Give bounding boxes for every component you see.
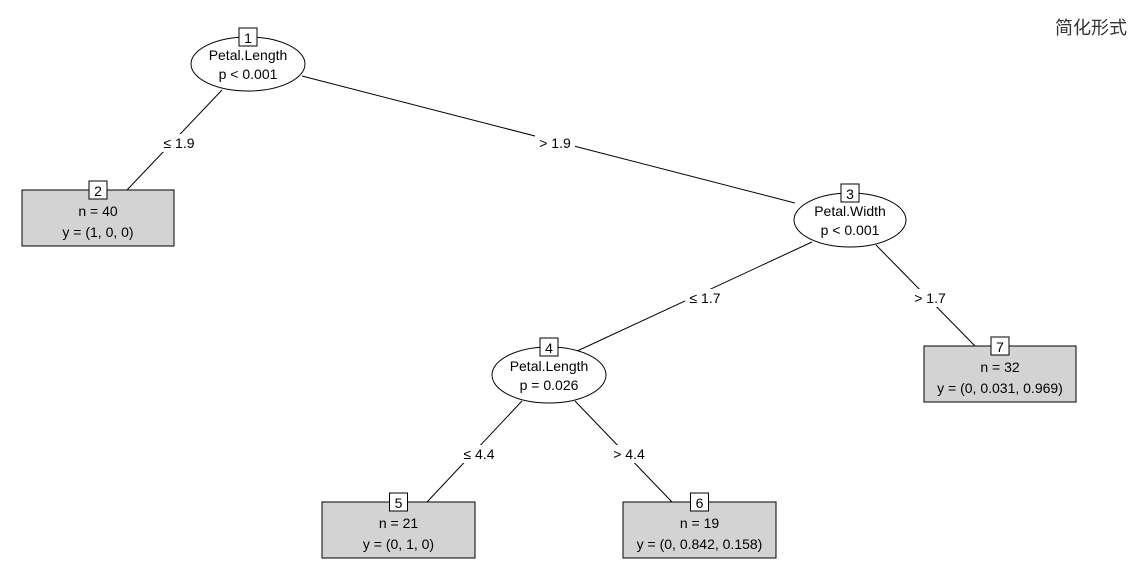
node-id-box	[389, 492, 408, 512]
edges-layer: ≤ 1.9 > 1.9 ≤ 1.7 > 1.7 ≤ 4.4 > 4.4	[126, 75, 976, 503]
node-id: 7	[996, 339, 1004, 355]
node-id-box	[990, 336, 1010, 356]
node-id-box	[539, 337, 559, 357]
node-id: 3	[846, 186, 854, 202]
split-variable: Petal.Width	[814, 203, 886, 219]
edge-label-background	[685, 289, 725, 307]
terminal-distribution: y = (0, 0.031, 0.969)	[937, 380, 1063, 396]
terminal-count: n = 19	[680, 515, 720, 531]
edge-4-5: ≤ 4.4	[426, 400, 523, 503]
split-variable: Petal.Length	[510, 358, 589, 374]
tree-node-2: n = 40 y = (1, 0, 0) 2	[21, 180, 175, 247]
edge-3-4: ≤ 1.7	[574, 241, 813, 353]
nodes-layer: Petal.Length p < 0.001 1 n = 40 y = (1, 0, 0…	[21, 27, 1077, 559]
terminal-distribution: y = (0, 1, 0)	[363, 536, 434, 552]
node-id: 6	[696, 495, 704, 511]
edge-label: ≤ 4.4	[463, 446, 494, 462]
split-pvalue: p < 0.001	[821, 222, 880, 238]
node-id-box	[88, 180, 108, 200]
terminal-count: n = 40	[78, 203, 118, 219]
edge-1-2: ≤ 1.9	[126, 89, 223, 191]
edge-label-background	[910, 289, 950, 307]
terminal-distribution: y = (0, 0.842, 0.158)	[637, 536, 763, 552]
node-id: 1	[244, 30, 252, 46]
edge-label: > 1.7	[914, 290, 946, 306]
edge-label-background	[159, 134, 199, 152]
edge-label-background	[609, 445, 649, 463]
node-id: 5	[395, 495, 403, 511]
split-variable: Petal.Length	[209, 47, 288, 63]
node-id: 4	[545, 340, 553, 356]
terminal-count: n = 32	[980, 359, 1020, 375]
node-id-box	[690, 492, 709, 512]
terminal-count: n = 21	[379, 515, 419, 531]
tree-node-1: Petal.Length p < 0.001 1	[190, 27, 306, 92]
edge-label-background	[459, 445, 499, 463]
edge-label-background	[535, 134, 575, 152]
tree-node-7: n = 32 y = (0, 0.031, 0.969) 7	[923, 336, 1077, 403]
tree-node-3: Petal.Width p < 0.001 3	[793, 183, 907, 248]
page-title: 简化形式	[1055, 18, 1127, 39]
tree-node-6: n = 19 y = (0, 0.842, 0.158) 6	[622, 492, 777, 559]
terminal-distribution: y = (1, 0, 0)	[62, 224, 133, 240]
edge-4-6: > 4.4	[574, 400, 673, 503]
tree-node-4: Petal.Length p = 0.026 4	[491, 337, 607, 404]
node-id-box	[238, 27, 258, 47]
edge-3-7: > 1.7	[875, 244, 976, 347]
split-pvalue: p = 0.026	[520, 377, 579, 393]
tree-node-5: n = 21 y = (0, 1, 0) 5	[321, 492, 476, 559]
edge-1-3: > 1.9	[301, 75, 796, 204]
edge-label: ≤ 1.7	[689, 290, 720, 306]
edge-label: ≤ 1.9	[163, 135, 194, 151]
split-pvalue: p < 0.001	[219, 66, 278, 82]
node-id: 2	[94, 183, 102, 199]
edge-label: > 4.4	[613, 446, 645, 462]
node-id-box	[840, 183, 860, 203]
edge-label: > 1.9	[539, 135, 571, 151]
